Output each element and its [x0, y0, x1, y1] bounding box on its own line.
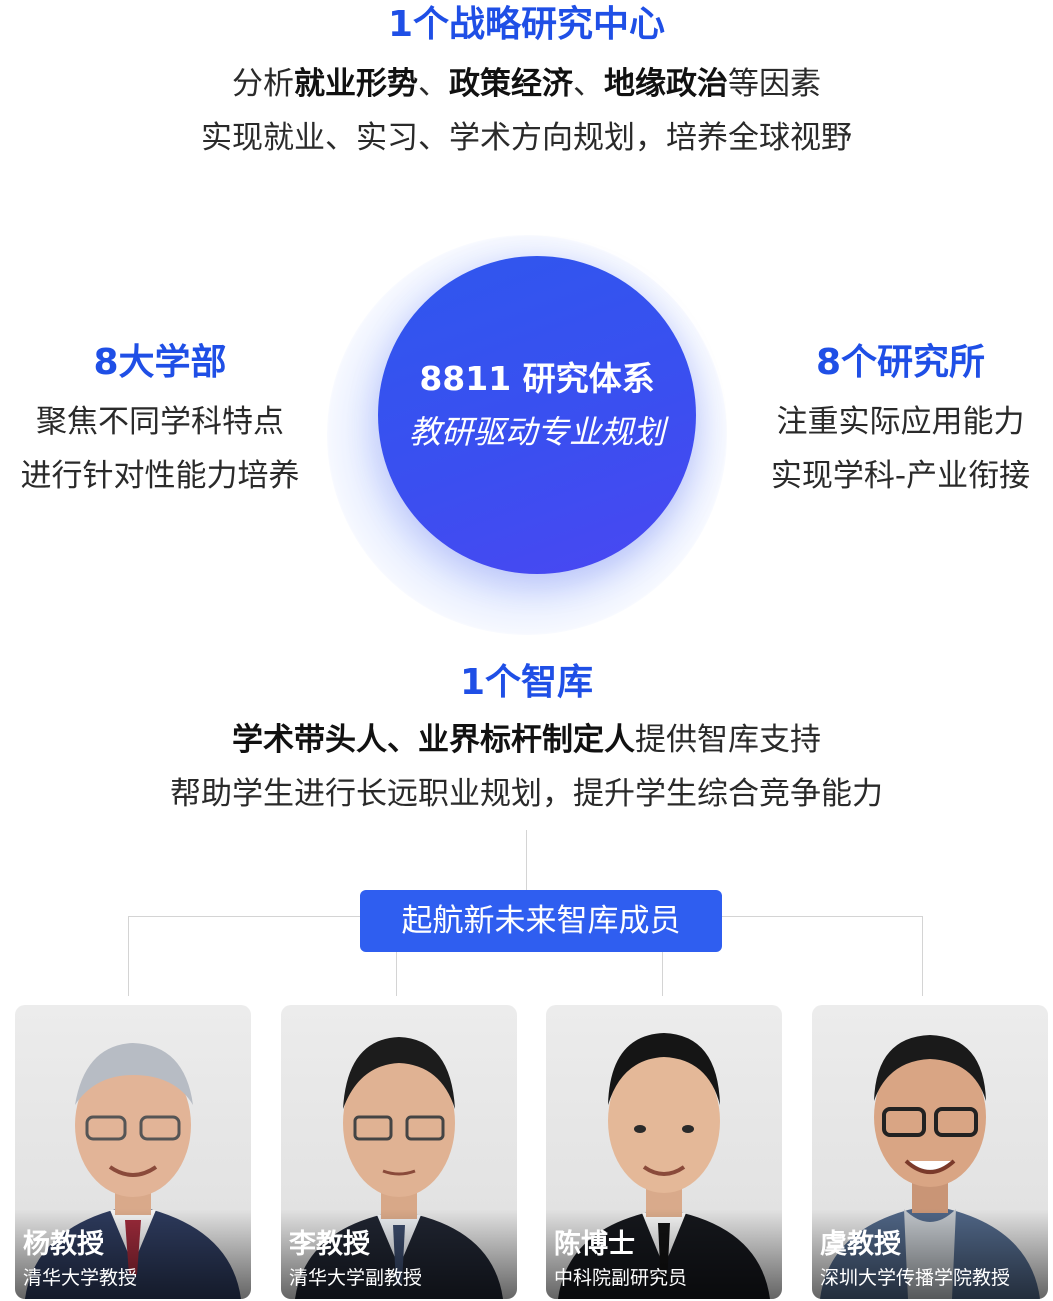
- strategy-center-line1-segment: 、: [573, 66, 604, 102]
- strategy-center-title: 1个战略研究中心: [387, 4, 666, 45]
- card-shade: [812, 1209, 1048, 1299]
- institutes-line2: 实现学科-产业衔接: [770, 458, 1031, 494]
- member-card: 陈博士 中科院副研究员: [546, 1005, 782, 1299]
- strategy-center-line1-segment: 等因素: [728, 66, 821, 102]
- strategy-center-line1-segment: 、: [418, 66, 449, 102]
- system-subtitle: 教研驱动专业规划: [408, 413, 665, 451]
- member-name: 陈博士: [554, 1229, 635, 1260]
- strategy-center-line1-segment: 政策经济: [449, 66, 573, 102]
- member-card: 虞教授 深圳大学传播学院教授: [812, 1005, 1048, 1299]
- strategy-center-line1-segment: 就业形势: [294, 66, 418, 102]
- member-role: 清华大学副教授: [289, 1267, 423, 1289]
- member-name: 李教授: [289, 1229, 370, 1260]
- departments-line1: 聚焦不同学科特点: [36, 404, 284, 440]
- member-name: 杨教授: [23, 1229, 104, 1260]
- member-card: 李教授 清华大学副教授: [281, 1005, 517, 1299]
- connector-card-2: [396, 952, 397, 996]
- member-name: 虞教授: [820, 1229, 901, 1260]
- card-shade: [281, 1209, 517, 1299]
- institutes-title: 8个研究所: [815, 342, 986, 383]
- member-role: 中科院副研究员: [554, 1267, 688, 1289]
- system-circle: [378, 256, 696, 574]
- strategy-center-line1-segment: 分析: [232, 66, 294, 102]
- strategy-center-line1: 分析就业形势、政策经济、地缘政治等因素: [0, 64, 1053, 104]
- think-tank-line2: 帮助学生进行长远职业规划，提升学生综合竞争能力: [170, 776, 883, 812]
- card-shade: [546, 1209, 782, 1299]
- connector-right: [722, 916, 922, 917]
- departments-line2: 进行针对性能力培养: [20, 458, 300, 494]
- strategy-center-line2: 实现就业、实习、学术方向规划，培养全球视野: [201, 120, 852, 156]
- strategy-center-line1-segment: 地缘政治: [604, 66, 728, 102]
- think-tank-title: 1个智库: [459, 662, 594, 703]
- member-role: 深圳大学传播学院教授: [820, 1267, 1011, 1289]
- card-shade: [15, 1209, 251, 1299]
- connector-card-1: [128, 916, 129, 996]
- departments-title: 8大学部: [93, 342, 227, 383]
- institutes-line1: 注重实际应用能力: [776, 404, 1025, 440]
- connector-card-3: [662, 952, 663, 996]
- member-role: 清华大学教授: [23, 1267, 138, 1289]
- think-tank-line1-segment: 学术带头人、业界标杆制定人: [232, 722, 635, 758]
- member-card: 杨教授 清华大学教授: [15, 1005, 251, 1299]
- system-title: 8811 研究体系: [419, 359, 655, 398]
- think-tank-line1-segment: 提供智库支持: [635, 722, 821, 758]
- members-badge: 起航新未来智库成员: [360, 890, 722, 952]
- think-tank-line1: 学术带头人、业界标杆制定人提供智库支持: [0, 720, 1053, 760]
- connector-main: [526, 830, 527, 890]
- connector-left: [128, 916, 360, 917]
- connector-card-4: [922, 916, 923, 996]
